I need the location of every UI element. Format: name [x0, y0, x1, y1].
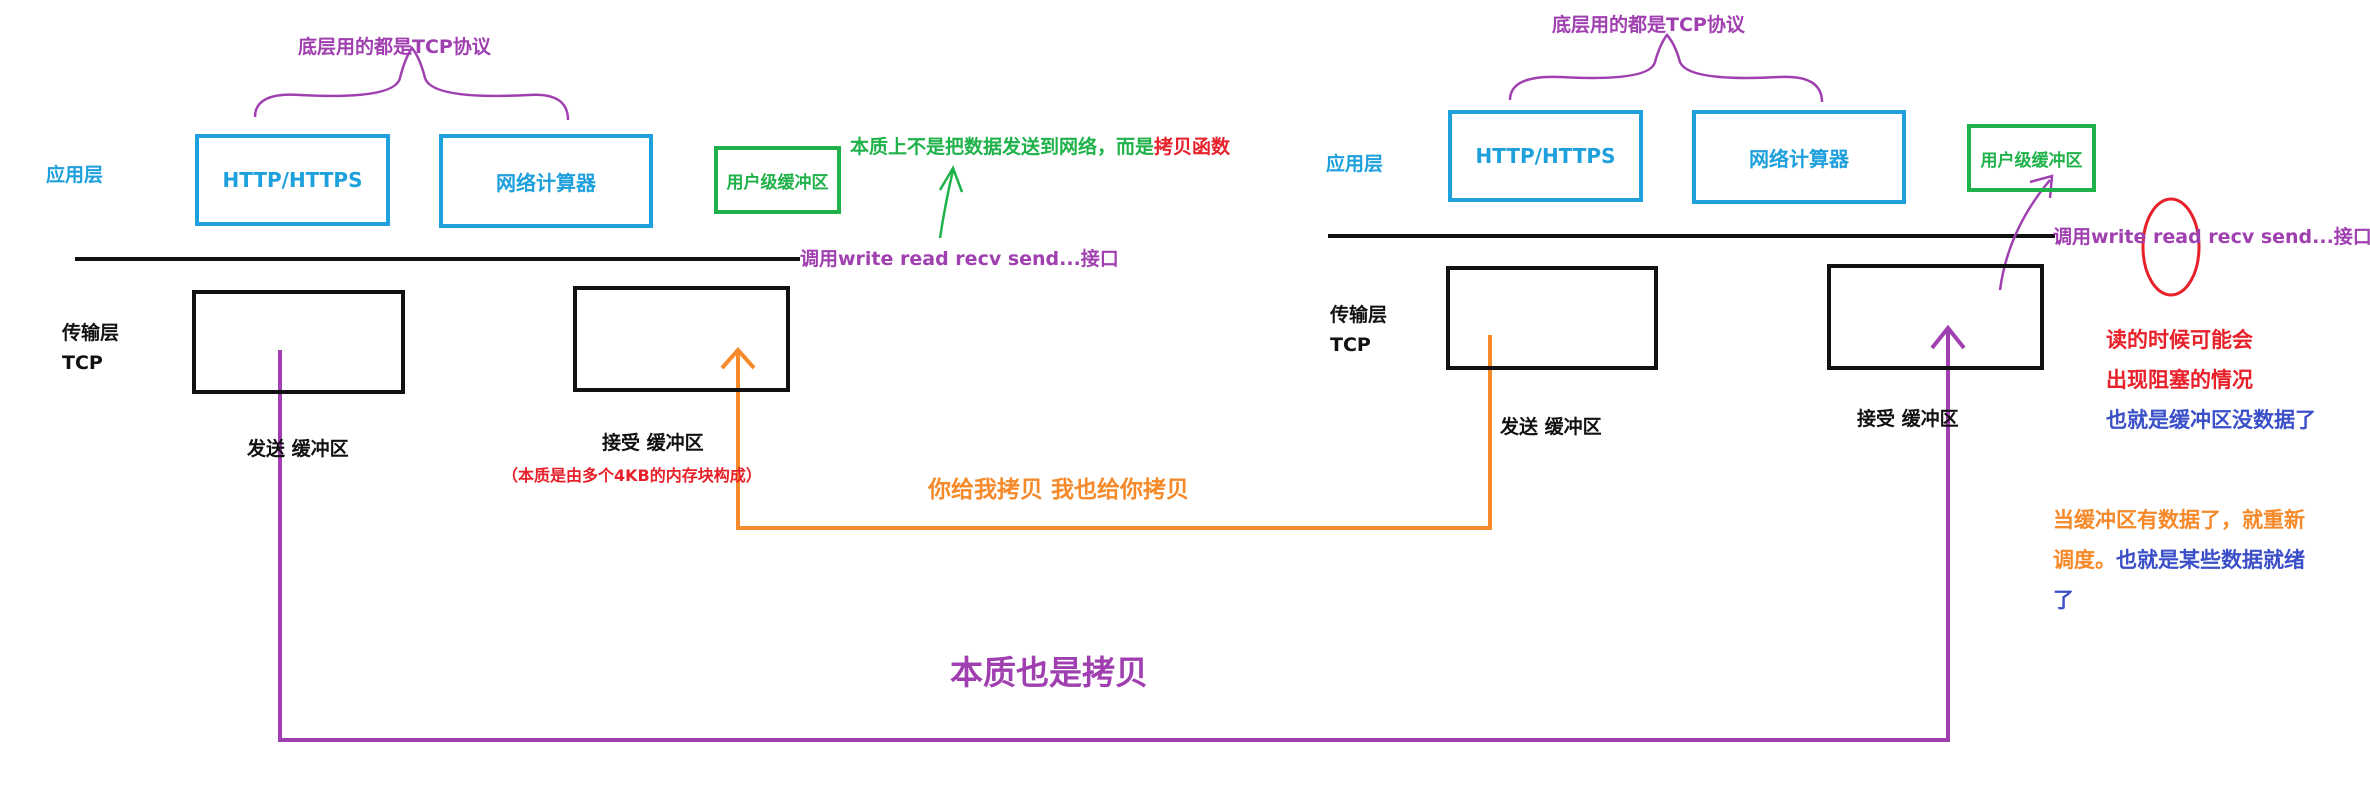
left-net-calc-box: 网络计算器 [439, 134, 653, 228]
left-transport-label: 传输层 [62, 322, 120, 344]
right-tcp-note: 底层用的都是TCP协议 [1552, 14, 1745, 36]
right-resched-line2-blue: 也就是某些数据就绪 [2116, 548, 2305, 572]
right-recv-buffer-box [1827, 264, 2044, 370]
right-user-buffer-box: 用户级缓冲区 [1967, 124, 2096, 192]
right-net-calc-label: 网络计算器 [1749, 146, 1849, 171]
left-call-note: 调用write read recv send...接口 [800, 248, 1119, 270]
green-arrow [938, 169, 955, 239]
left-tcp-note: 底层用的都是TCP协议 [298, 36, 491, 58]
right-net-calc-box: 网络计算器 [1692, 110, 1906, 204]
left-tcp-label: TCP [62, 352, 103, 374]
right-transport-label: 传输层 [1330, 304, 1388, 326]
left-http-label: HTTP/HTTPS [222, 168, 363, 192]
essence-copy-label: 本质也是拷贝 [950, 653, 1148, 692]
right-resched-line2-orange: 调度。 [2053, 548, 2116, 572]
right-block-note-line3: 也就是缓冲区没数据了 [2106, 408, 2316, 432]
left-http-box: HTTP/HTTPS [195, 134, 390, 226]
left-essence-note-highlight: 拷贝函数 [1154, 136, 1231, 158]
right-resched-line1: 当缓冲区有数据了，就重新 [2053, 508, 2305, 532]
right-recv-buffer-label: 接受 缓冲区 [1857, 408, 1959, 430]
right-call-note: 调用write read recv send...接口 [2053, 226, 2370, 248]
left-essence-note-prefix: 本质上不是把数据发送到网络，而是 [850, 136, 1155, 158]
right-http-label: HTTP/HTTPS [1475, 144, 1616, 168]
purple-copy-path [278, 330, 1950, 742]
left-send-buffer-box [192, 290, 405, 394]
left-app-layer-label: 应用层 [46, 164, 104, 186]
left-recv-buffer-note: （本质是由多个4KB的内存块构成） [502, 466, 762, 485]
right-brace [1508, 33, 1824, 103]
right-resched-line3: 了 [2053, 588, 2074, 612]
right-block-note-line1: 读的时候可能会 [2106, 328, 2253, 352]
left-user-buffer-box: 用户级缓冲区 [714, 146, 841, 214]
left-send-buffer-label: 发送 缓冲区 [247, 438, 349, 460]
left-user-buffer-label: 用户级缓冲区 [726, 172, 829, 193]
left-recv-buffer-box [573, 286, 790, 392]
right-send-buffer-label: 发送 缓冲区 [1500, 416, 1602, 438]
orange-copy-path [736, 335, 1492, 530]
right-user-buffer-label: 用户级缓冲区 [1980, 150, 2083, 171]
right-app-layer-label: 应用层 [1326, 153, 1384, 175]
left-net-calc-label: 网络计算器 [496, 170, 596, 195]
right-resched-line2: 调度。也就是某些数据就绪 [2053, 544, 2305, 574]
right-http-box: HTTP/HTTPS [1448, 110, 1643, 202]
right-send-buffer-box [1446, 266, 1658, 370]
copy-note: 你给我拷贝 我也给你拷贝 [928, 477, 1190, 503]
left-essence-note: 本质上不是把数据发送到网络，而是拷贝函数 [850, 132, 1230, 159]
left-brace [253, 45, 570, 121]
right-tcp-label: TCP [1330, 334, 1371, 356]
right-block-note-line2: 出现阻塞的情况 [2106, 368, 2253, 392]
left-recv-buffer-label: 接受 缓冲区 [602, 432, 704, 454]
red-circle [2141, 197, 2201, 297]
